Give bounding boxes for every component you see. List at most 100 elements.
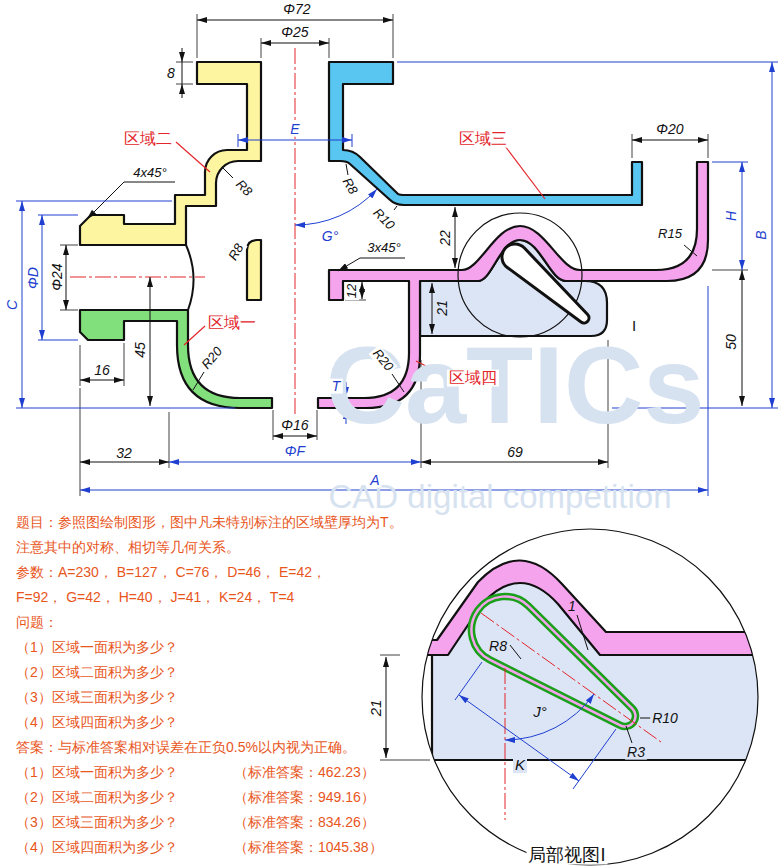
parameter-dimension bbox=[42, 215, 43, 340]
detail-view bbox=[380, 529, 780, 865]
dimension-text: 21 bbox=[368, 698, 384, 719]
slot-outline bbox=[502, 244, 589, 323]
region-label: 区域二 bbox=[122, 131, 174, 148]
detail-view bbox=[505, 694, 594, 740]
parameter-dimension bbox=[712, 162, 748, 163]
dimension-line bbox=[708, 134, 709, 158]
detail-view bbox=[459, 695, 579, 781]
answer-value: （标准答案：834.26） bbox=[232, 815, 377, 830]
detail-view bbox=[577, 615, 588, 650]
dimension-text: 32 bbox=[114, 446, 134, 461]
center-line bbox=[70, 277, 205, 278]
parameter-label: C bbox=[5, 298, 20, 312]
dimension-text: 21 bbox=[435, 298, 450, 318]
radius-label: R8 bbox=[232, 176, 256, 200]
dimension-line bbox=[182, 48, 183, 62]
region-label: 区域四 bbox=[447, 370, 499, 387]
region-four bbox=[400, 560, 780, 655]
dimension-line bbox=[60, 310, 78, 311]
dimension-line bbox=[632, 134, 633, 158]
dimension-line bbox=[150, 277, 151, 406]
region-two bbox=[247, 240, 261, 300]
dimension-line bbox=[176, 62, 193, 63]
slot-outline bbox=[469, 594, 638, 729]
view-title: 局部视图I bbox=[526, 846, 607, 865]
region-leader bbox=[184, 326, 205, 345]
parameter-label: ΦD bbox=[26, 265, 41, 291]
detail-view bbox=[380, 655, 400, 656]
parameter-dimension bbox=[16, 62, 778, 496]
parameter-label: B bbox=[754, 228, 769, 241]
slot-outline bbox=[502, 244, 589, 323]
question-text: （4）区域四面积为多少？ bbox=[14, 715, 180, 730]
dimension-line bbox=[421, 462, 608, 463]
dimension-line bbox=[193, 372, 204, 390]
detail-view bbox=[380, 760, 430, 761]
region-label: 区域三 bbox=[457, 131, 509, 148]
dimension-line bbox=[182, 84, 183, 98]
dimension-line bbox=[197, 20, 393, 21]
center-line bbox=[295, 48, 296, 415]
parameter-label: E bbox=[288, 122, 301, 137]
dimension-text: Φ25 bbox=[279, 25, 310, 40]
dimension-line bbox=[66, 245, 67, 310]
problem-text: 问题： bbox=[14, 615, 60, 630]
plain-area bbox=[432, 583, 780, 760]
parameter-label: A bbox=[368, 473, 381, 488]
detail-view bbox=[505, 668, 506, 820]
question-text: （2）区域二面积为多少？ bbox=[14, 790, 180, 805]
slot-outline bbox=[469, 594, 638, 729]
detail-view bbox=[422, 529, 758, 865]
chamfer-label: 4x45° bbox=[131, 166, 168, 180]
parameter-dimension bbox=[16, 201, 172, 202]
parameter-label: T bbox=[330, 379, 343, 394]
answer-value: （标准答案：1045.38） bbox=[232, 840, 385, 855]
radius-label: R20 bbox=[198, 343, 226, 373]
detail-view bbox=[432, 759, 780, 761]
dimension-line bbox=[393, 14, 394, 58]
parameter-dimension bbox=[772, 62, 773, 408]
parameter-label: K bbox=[513, 757, 527, 773]
region-three bbox=[329, 62, 642, 205]
parameter-label: J° bbox=[531, 704, 549, 720]
parameter-dimension bbox=[38, 215, 78, 216]
radius-label: R8 bbox=[487, 639, 509, 654]
dimension-line bbox=[261, 43, 329, 44]
dimension-text: 8 bbox=[165, 66, 177, 81]
dimension-line bbox=[223, 168, 233, 178]
dimension-line bbox=[261, 38, 262, 58]
parameter-label: ΦF bbox=[283, 444, 307, 459]
detail-view bbox=[386, 657, 387, 758]
parameter-dimension bbox=[397, 62, 778, 63]
dimension-text: 22 bbox=[438, 228, 453, 248]
region-one bbox=[80, 310, 272, 408]
question-text: （2）区域二面积为多少？ bbox=[14, 665, 180, 680]
problem-text: F=92， G=42， H=40， J=41， K=24， T=4 bbox=[14, 590, 296, 605]
dimension-text: Φ72 bbox=[281, 2, 312, 17]
parameter-dimension bbox=[22, 201, 23, 408]
parameter-label: H bbox=[724, 209, 739, 223]
region-leader bbox=[176, 142, 210, 172]
problem-text: 参数：A=230， B=127， C=76， D=46， E=42， bbox=[14, 565, 328, 580]
parameter-dimension bbox=[238, 140, 352, 141]
dimension-text: 50 bbox=[724, 332, 739, 352]
dimension-line bbox=[338, 258, 405, 271]
dimension-line bbox=[632, 140, 708, 141]
dimension-text: Φ16 bbox=[279, 418, 310, 433]
detail-view bbox=[481, 613, 661, 742]
region-two bbox=[80, 62, 261, 245]
chamfer-label: 3x45° bbox=[365, 241, 402, 255]
dimension-line bbox=[742, 270, 743, 406]
radius-label: R8 bbox=[339, 174, 361, 199]
dimension-line bbox=[684, 245, 697, 256]
question-text: （3）区域三面积为多少？ bbox=[14, 690, 180, 705]
parameter-label: G° bbox=[320, 229, 341, 244]
dimension-line bbox=[176, 84, 193, 85]
radius-label: R10 bbox=[650, 711, 680, 726]
parameter-dimension bbox=[38, 340, 78, 341]
radius-label: R3 bbox=[625, 745, 647, 760]
thickness-label: 1 bbox=[566, 599, 578, 614]
dimension-line bbox=[60, 14, 748, 496]
dimension-line bbox=[80, 380, 124, 381]
